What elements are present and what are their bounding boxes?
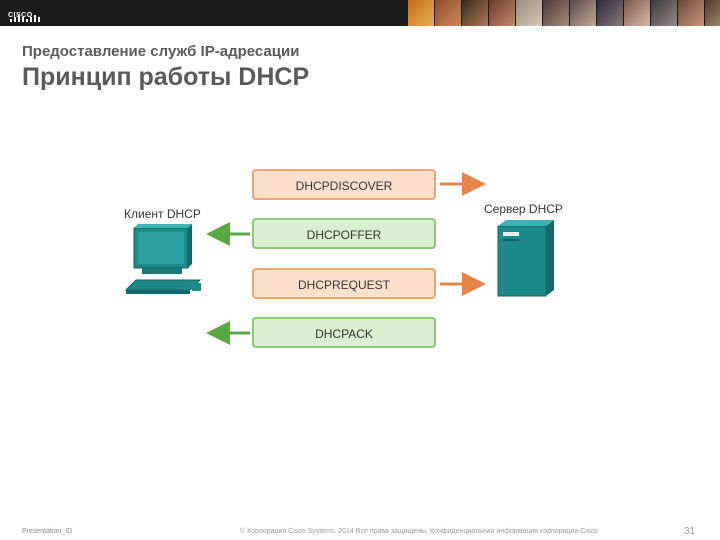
- message-dhcpoffer: DHCPOFFER: [252, 218, 436, 249]
- cisco-logo-bars-icon: [10, 4, 44, 40]
- header-photo: [489, 0, 515, 26]
- header-photo: [597, 0, 623, 26]
- page-number: 31: [684, 526, 696, 537]
- header-photo: [570, 0, 596, 26]
- header-photo: [408, 0, 434, 26]
- header-photo: [435, 0, 461, 26]
- message-dhcprequest: DHCPREQUEST: [252, 268, 436, 299]
- header-photo-strip: [408, 0, 720, 26]
- header-photo: [543, 0, 569, 26]
- header-photo: [651, 0, 677, 26]
- client-label: Клиент DHCP: [124, 207, 201, 221]
- client-computer-icon: [124, 224, 202, 294]
- header-photo: [516, 0, 542, 26]
- cisco-logo: CISCO: [8, 3, 44, 40]
- presentation-id: Presentation_ID: [22, 528, 73, 535]
- copyright-notice: © Корпорация Cisco Systems, 2014 Все пра…: [240, 528, 598, 535]
- message-dhcpdiscover: DHCPDISCOVER: [252, 169, 436, 200]
- server-icon: [497, 220, 554, 297]
- slide-title: Принцип работы DHCP: [22, 63, 310, 91]
- header-photo: [678, 0, 704, 26]
- message-dhcpack: DHCPACK: [252, 317, 436, 348]
- header-photo: [624, 0, 650, 26]
- server-label: Сервер DHCP: [484, 202, 563, 216]
- header-banner: CISCO: [0, 0, 720, 40]
- slide-subtitle: Предоставление служб IP-адресации: [22, 43, 300, 60]
- header-photo: [705, 0, 720, 26]
- header-photo: [462, 0, 488, 26]
- cisco-logo-text: CISCO: [8, 12, 33, 19]
